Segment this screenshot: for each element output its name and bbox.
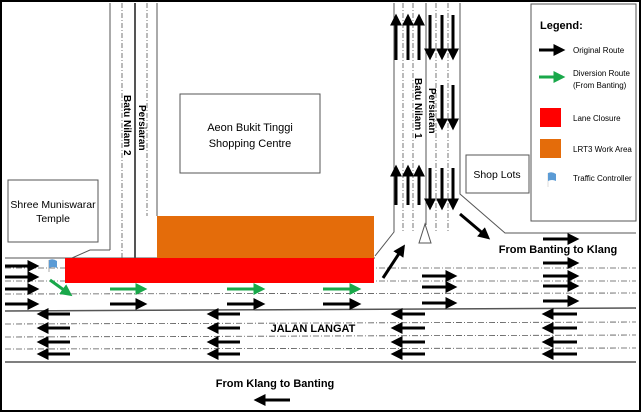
legend: Legend: Original Route Diversion Route (… (530, 3, 637, 222)
legend-controller: Traffic Controller (573, 174, 632, 183)
shop-lots-label: Shop Lots (473, 169, 520, 181)
legend-original: Original Route (573, 46, 625, 55)
westbound-label: From Klang to Banting (216, 378, 335, 390)
legend-diversion-sub: (From Banting) (573, 81, 627, 90)
traffic-island (418, 222, 432, 244)
legend-diversion: Diversion Route (573, 69, 630, 78)
flag-icon (547, 172, 556, 187)
original-route-arrow-turn (459, 212, 491, 240)
route-arrows (5, 13, 580, 406)
original-route-arrow-turn (381, 244, 405, 279)
legend-closure: Lane Closure (573, 114, 621, 123)
temple-label-1: Shree Muniswarar (10, 199, 96, 211)
lane-closure (65, 258, 374, 283)
legend-title: Legend: (540, 20, 583, 32)
red-square (540, 108, 561, 127)
bn2-label-1: Persiaran (136, 105, 147, 151)
orange-square (540, 139, 561, 158)
eastbound-label: From Banting to Klang (499, 244, 618, 256)
jalan-langat-label: JALAN LANGAT (271, 323, 356, 335)
aeon-label-2: Shopping Centre (209, 138, 292, 150)
bn2-label-2: Batu Nilam 2 (121, 95, 132, 156)
aeon-label-1: Aeon Bukit Tinggi (207, 122, 293, 134)
bn1-label-2: Batu Nilam 1 (412, 78, 423, 139)
aeon-building (179, 93, 321, 174)
bn1-label-1: Persiaran (426, 88, 437, 134)
diversion-arrow (49, 278, 73, 297)
lrt3-work-area (157, 216, 374, 258)
temple-building (7, 179, 99, 243)
traffic-controller-flag (48, 259, 57, 272)
shop-lots-building (465, 154, 530, 194)
legend-work-area: LRT3 Work Area (573, 145, 632, 154)
temple-label-2: Temple (36, 213, 70, 225)
